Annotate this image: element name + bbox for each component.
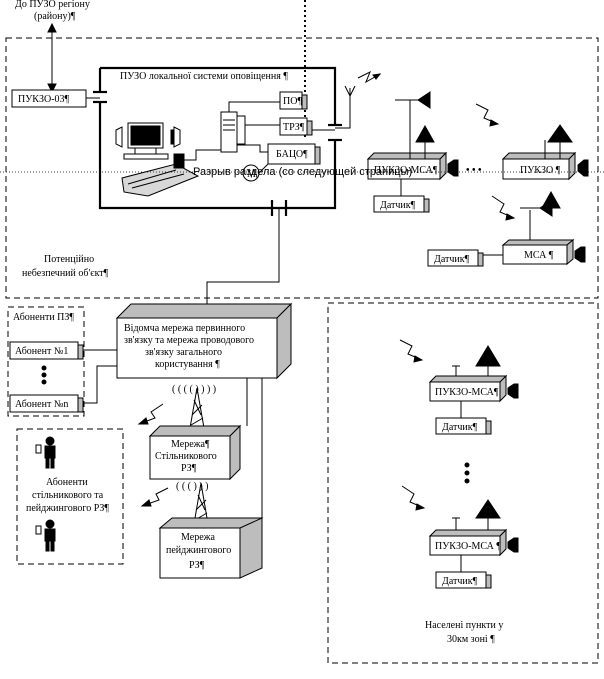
cellular-tower-icon bbox=[189, 387, 205, 429]
tower-msa-icon bbox=[541, 190, 561, 209]
mobile-subscribers-region bbox=[16, 428, 124, 565]
network-label-line1: Відомча мережа первинного bbox=[124, 323, 245, 334]
paging-label-line3: РЗ¶ bbox=[189, 560, 205, 571]
radio-waves-icon bbox=[399, 339, 424, 363]
person-icon bbox=[35, 519, 56, 552]
radio-waves-icon bbox=[491, 195, 516, 221]
pukzo-msa-b-label: ПУКЗО-МСА ¶ bbox=[435, 541, 501, 552]
wireless-link-icon bbox=[140, 487, 169, 507]
subscribers-title: Абоненти ПЗ¶ bbox=[13, 312, 74, 323]
cellular-label-line2: Стільникового bbox=[155, 451, 217, 462]
subscriber-n-label: Абонент №n bbox=[15, 399, 68, 410]
speaker-top-icon bbox=[447, 159, 459, 177]
tower-a-icon bbox=[475, 345, 501, 367]
speaker-left-icon bbox=[115, 126, 123, 148]
cellular-label-line3: РЗ¶ bbox=[181, 463, 197, 474]
po-label: ПО¶ bbox=[283, 96, 302, 107]
network-box bbox=[116, 317, 278, 379]
phone-icon bbox=[173, 153, 185, 169]
settlements-region bbox=[327, 302, 599, 664]
paging-label-line2: пейджингового bbox=[166, 545, 231, 556]
subscribers-region bbox=[7, 306, 85, 417]
object-label-line2: небезпечний об'єкт¶ bbox=[22, 268, 109, 279]
speaker-right-icon bbox=[173, 126, 181, 148]
batso-label: БАЦО¶ bbox=[276, 149, 308, 160]
sensor-msa-label: Датчик¶ bbox=[434, 254, 470, 265]
person-icon bbox=[35, 436, 56, 469]
network-label-line4: користування ¶ bbox=[155, 359, 220, 370]
speaker-b-icon bbox=[507, 537, 519, 553]
radio-waves-icon bbox=[401, 485, 426, 511]
pukzo03-label: ПУКЗО-03¶ bbox=[18, 94, 70, 105]
mobile-subscribers-line2: стільникового та bbox=[32, 490, 104, 501]
dots-horizontal: • • • bbox=[466, 165, 482, 176]
speaker-right-icon2 bbox=[577, 159, 589, 177]
network-label-line2: зв'язку та мережа проводового bbox=[124, 335, 254, 346]
tower-b-icon bbox=[475, 499, 501, 519]
arrow-down-icon bbox=[47, 83, 57, 94]
tower-right-icon bbox=[547, 124, 573, 143]
object-region bbox=[5, 37, 599, 299]
siren-icon bbox=[417, 91, 431, 109]
server-icon bbox=[220, 111, 238, 153]
paging-label-line1: Мережа bbox=[181, 532, 216, 543]
cellular-box bbox=[149, 435, 231, 480]
mobile-subscribers-line3: пейджингового РЗ¶ bbox=[26, 503, 109, 514]
paging-box bbox=[159, 527, 241, 579]
settlements-label-line1: Населені пункти у bbox=[425, 620, 503, 631]
subscriber-1-label: Абонент №1 bbox=[15, 346, 68, 357]
section-break-text: Разрыв раздела (со следующей страницы) bbox=[193, 166, 412, 178]
trz-label: ТРЗ¶ bbox=[283, 122, 305, 133]
sensor-a-label: Датчик¶ bbox=[442, 422, 478, 433]
sensor-b-label: Датчик¶ bbox=[442, 576, 478, 587]
radio-waves-icon bbox=[475, 103, 500, 127]
radio-waves-icon bbox=[357, 70, 382, 84]
speaker-a-icon bbox=[507, 383, 519, 399]
local-puzo-label: ПУЗО локальної системи оповіщення ¶ bbox=[120, 71, 288, 82]
pukzo-msa-a-label: ПУКЗО-МСА¶ bbox=[435, 387, 499, 398]
cellular-waves-icon: ( ( ( ( ) ) ) ) bbox=[172, 384, 216, 395]
speaker-msa-icon bbox=[574, 246, 586, 263]
pukzo-right-label: ПУКЗО ¶ bbox=[520, 165, 561, 176]
arrow-up-icon bbox=[47, 22, 57, 33]
cellular-label-line1: Мережа¶ bbox=[171, 439, 210, 450]
network-label-line3: зв'язку загального bbox=[145, 347, 222, 358]
msa-label: МСА ¶ bbox=[524, 250, 554, 261]
object-label-line1: Потенційно bbox=[44, 254, 94, 265]
paging-waves-icon: ( ( ( ) ) ) bbox=[176, 481, 208, 492]
top-note-line2: (району)¶ bbox=[34, 11, 76, 22]
sensor-top-label: Датчик¶ bbox=[380, 200, 416, 211]
settlements-label-line2: 30км зоні ¶ bbox=[447, 634, 495, 645]
motor-label: М bbox=[247, 169, 256, 180]
local-puzo-frame bbox=[100, 66, 337, 125]
mobile-subscribers-line1: Абоненти bbox=[46, 477, 88, 488]
tower-icon bbox=[415, 124, 435, 143]
dots-vertical bbox=[464, 462, 470, 468]
pukzo-msa-top-label: ПУКЗО-МСА¶ bbox=[374, 165, 438, 176]
wireless-link-icon bbox=[137, 403, 164, 425]
top-note-line1: До ПУЗО регіону bbox=[15, 0, 90, 10]
